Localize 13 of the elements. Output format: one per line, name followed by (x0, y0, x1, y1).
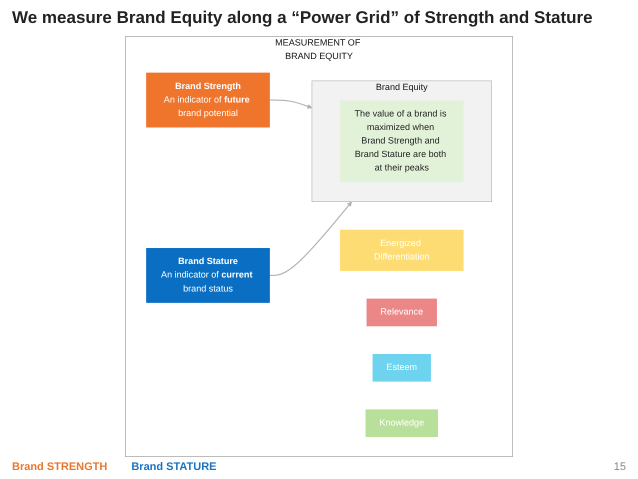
node-box: The value of a brand is maximized when Brand Strength and Brand Stature are both at their peaks (340, 100, 464, 182)
node-box: Brand Stature An indicator of current brand status (146, 248, 270, 303)
axis-label: Brand STRENGTH (12, 461, 108, 473)
node-box: Esteem (372, 354, 431, 382)
slide-title: We measure Brand Equity along a “Power Grid” of Strength and Stature (12, 8, 594, 28)
node-box: Brand Strength An indicator of future brand potential (146, 72, 270, 128)
node-box: Energized Differentiation (340, 230, 464, 271)
page-number: 15 (614, 461, 626, 473)
node-box: Knowledge (366, 409, 438, 437)
axis-label: Brand STATURE (131, 461, 216, 473)
arrow (270, 100, 312, 109)
arrow (270, 202, 352, 276)
node-box: Relevance (366, 298, 437, 326)
